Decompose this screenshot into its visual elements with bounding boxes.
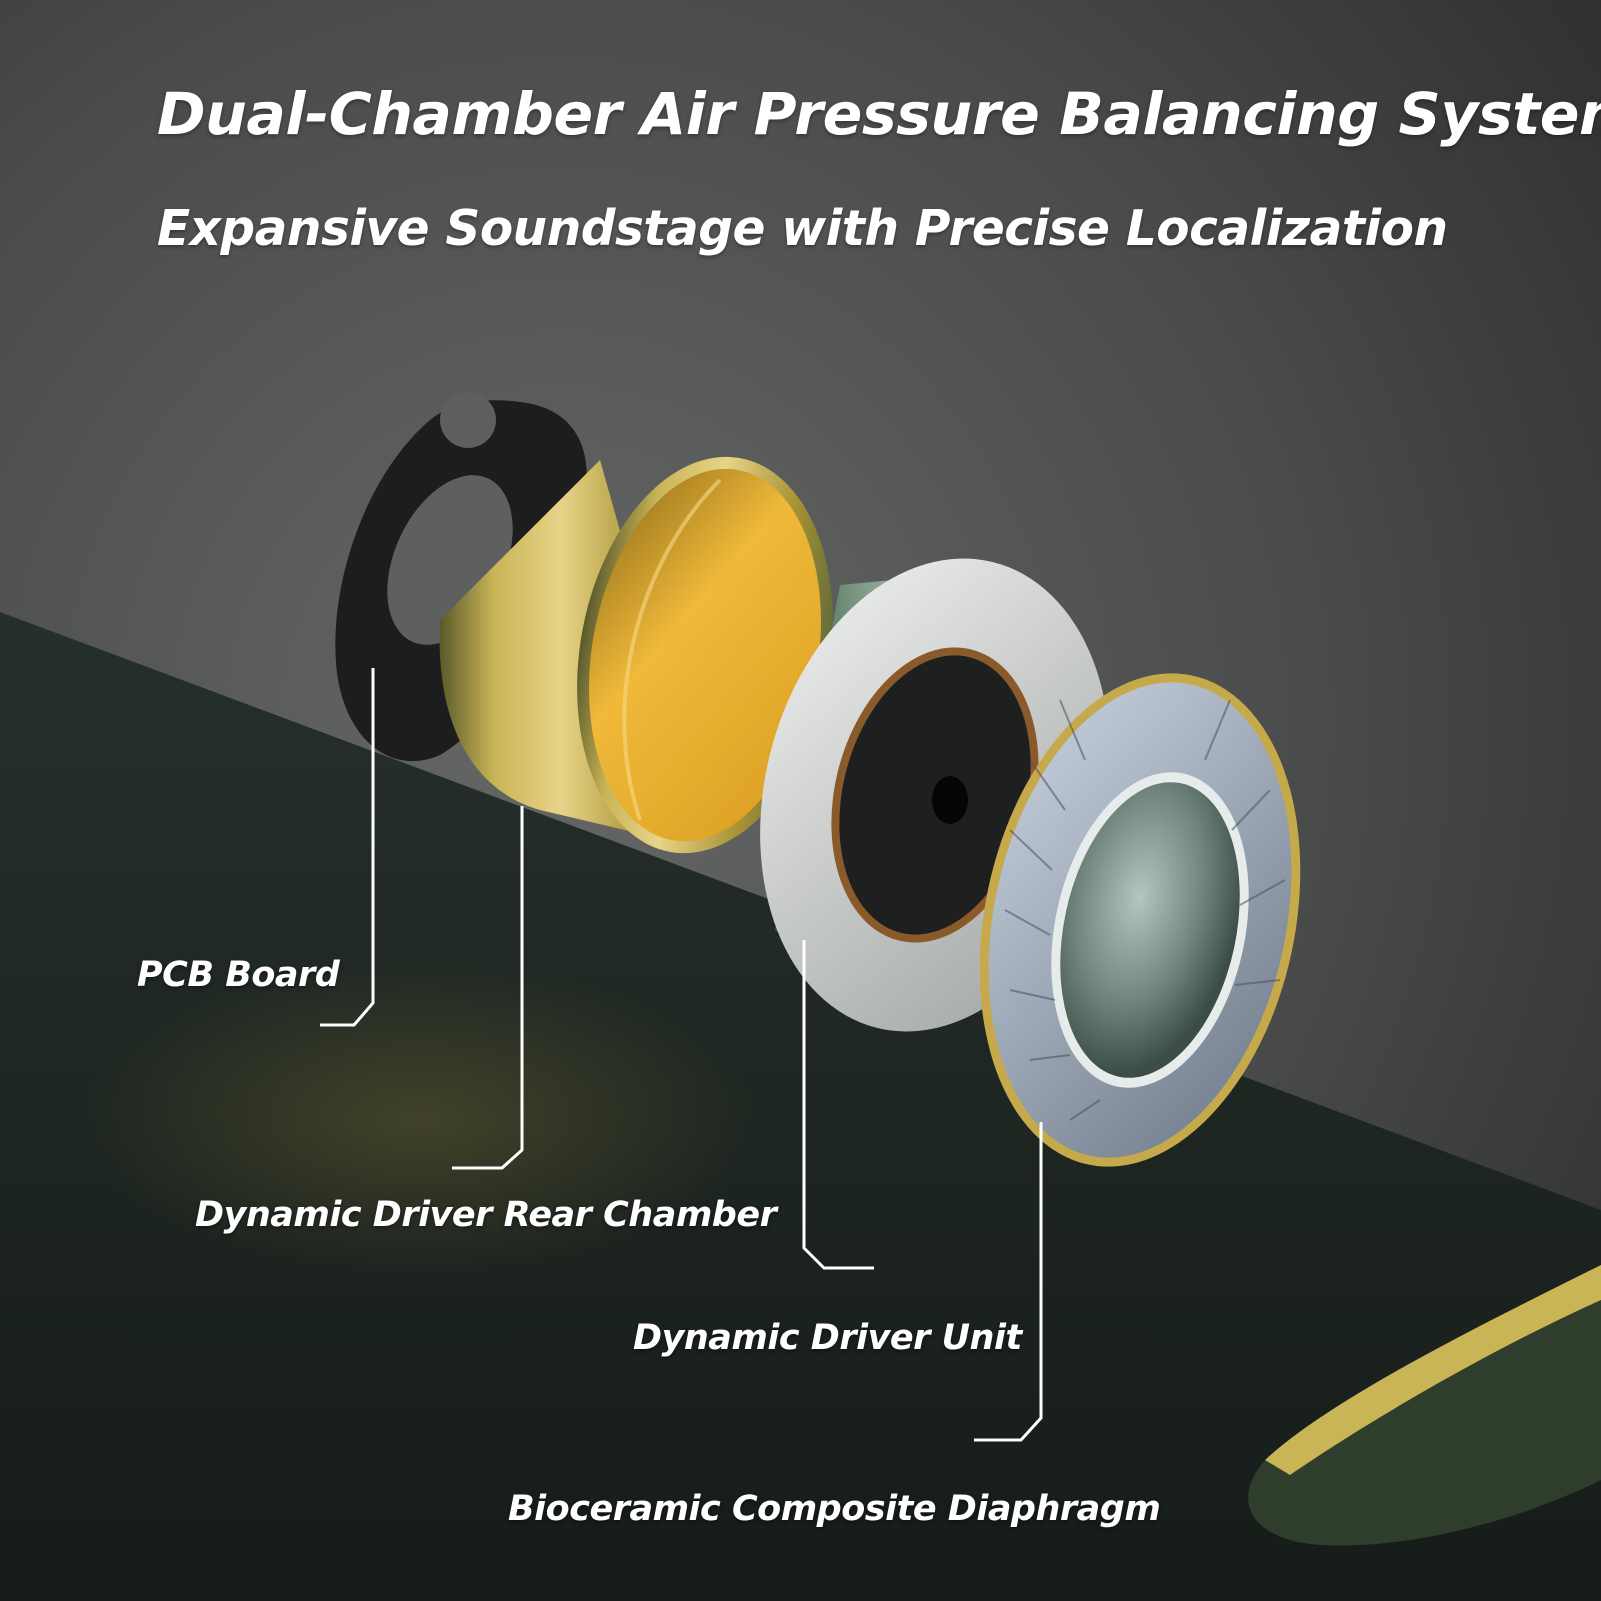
page-title: Dual-Chamber Air Pressure Balancing Syst… <box>157 80 1601 148</box>
label-rear-chamber: Dynamic Driver Rear Chamber <box>195 1195 777 1235</box>
gold-ring-fragment <box>1248 1265 1601 1546</box>
leader-line-driver-unit <box>802 940 874 1270</box>
diaphragm-part <box>979 673 1301 1167</box>
rear-chamber-part <box>439 456 833 854</box>
driver-unit-part <box>760 558 1110 1032</box>
label-driver-unit: Dynamic Driver Unit <box>633 1318 1022 1358</box>
leader-line-rear-chamber <box>452 806 524 1170</box>
leader-lines <box>320 668 1043 1442</box>
page-subtitle: Expansive Soundstage with Precise Locali… <box>157 200 1448 257</box>
label-diaphragm: Bioceramic Composite Diaphragm <box>508 1489 1161 1529</box>
label-pcb-board: PCB Board <box>137 955 340 995</box>
leader-line-pcb <box>320 668 375 1027</box>
leader-line-diaphragm <box>974 1122 1043 1442</box>
